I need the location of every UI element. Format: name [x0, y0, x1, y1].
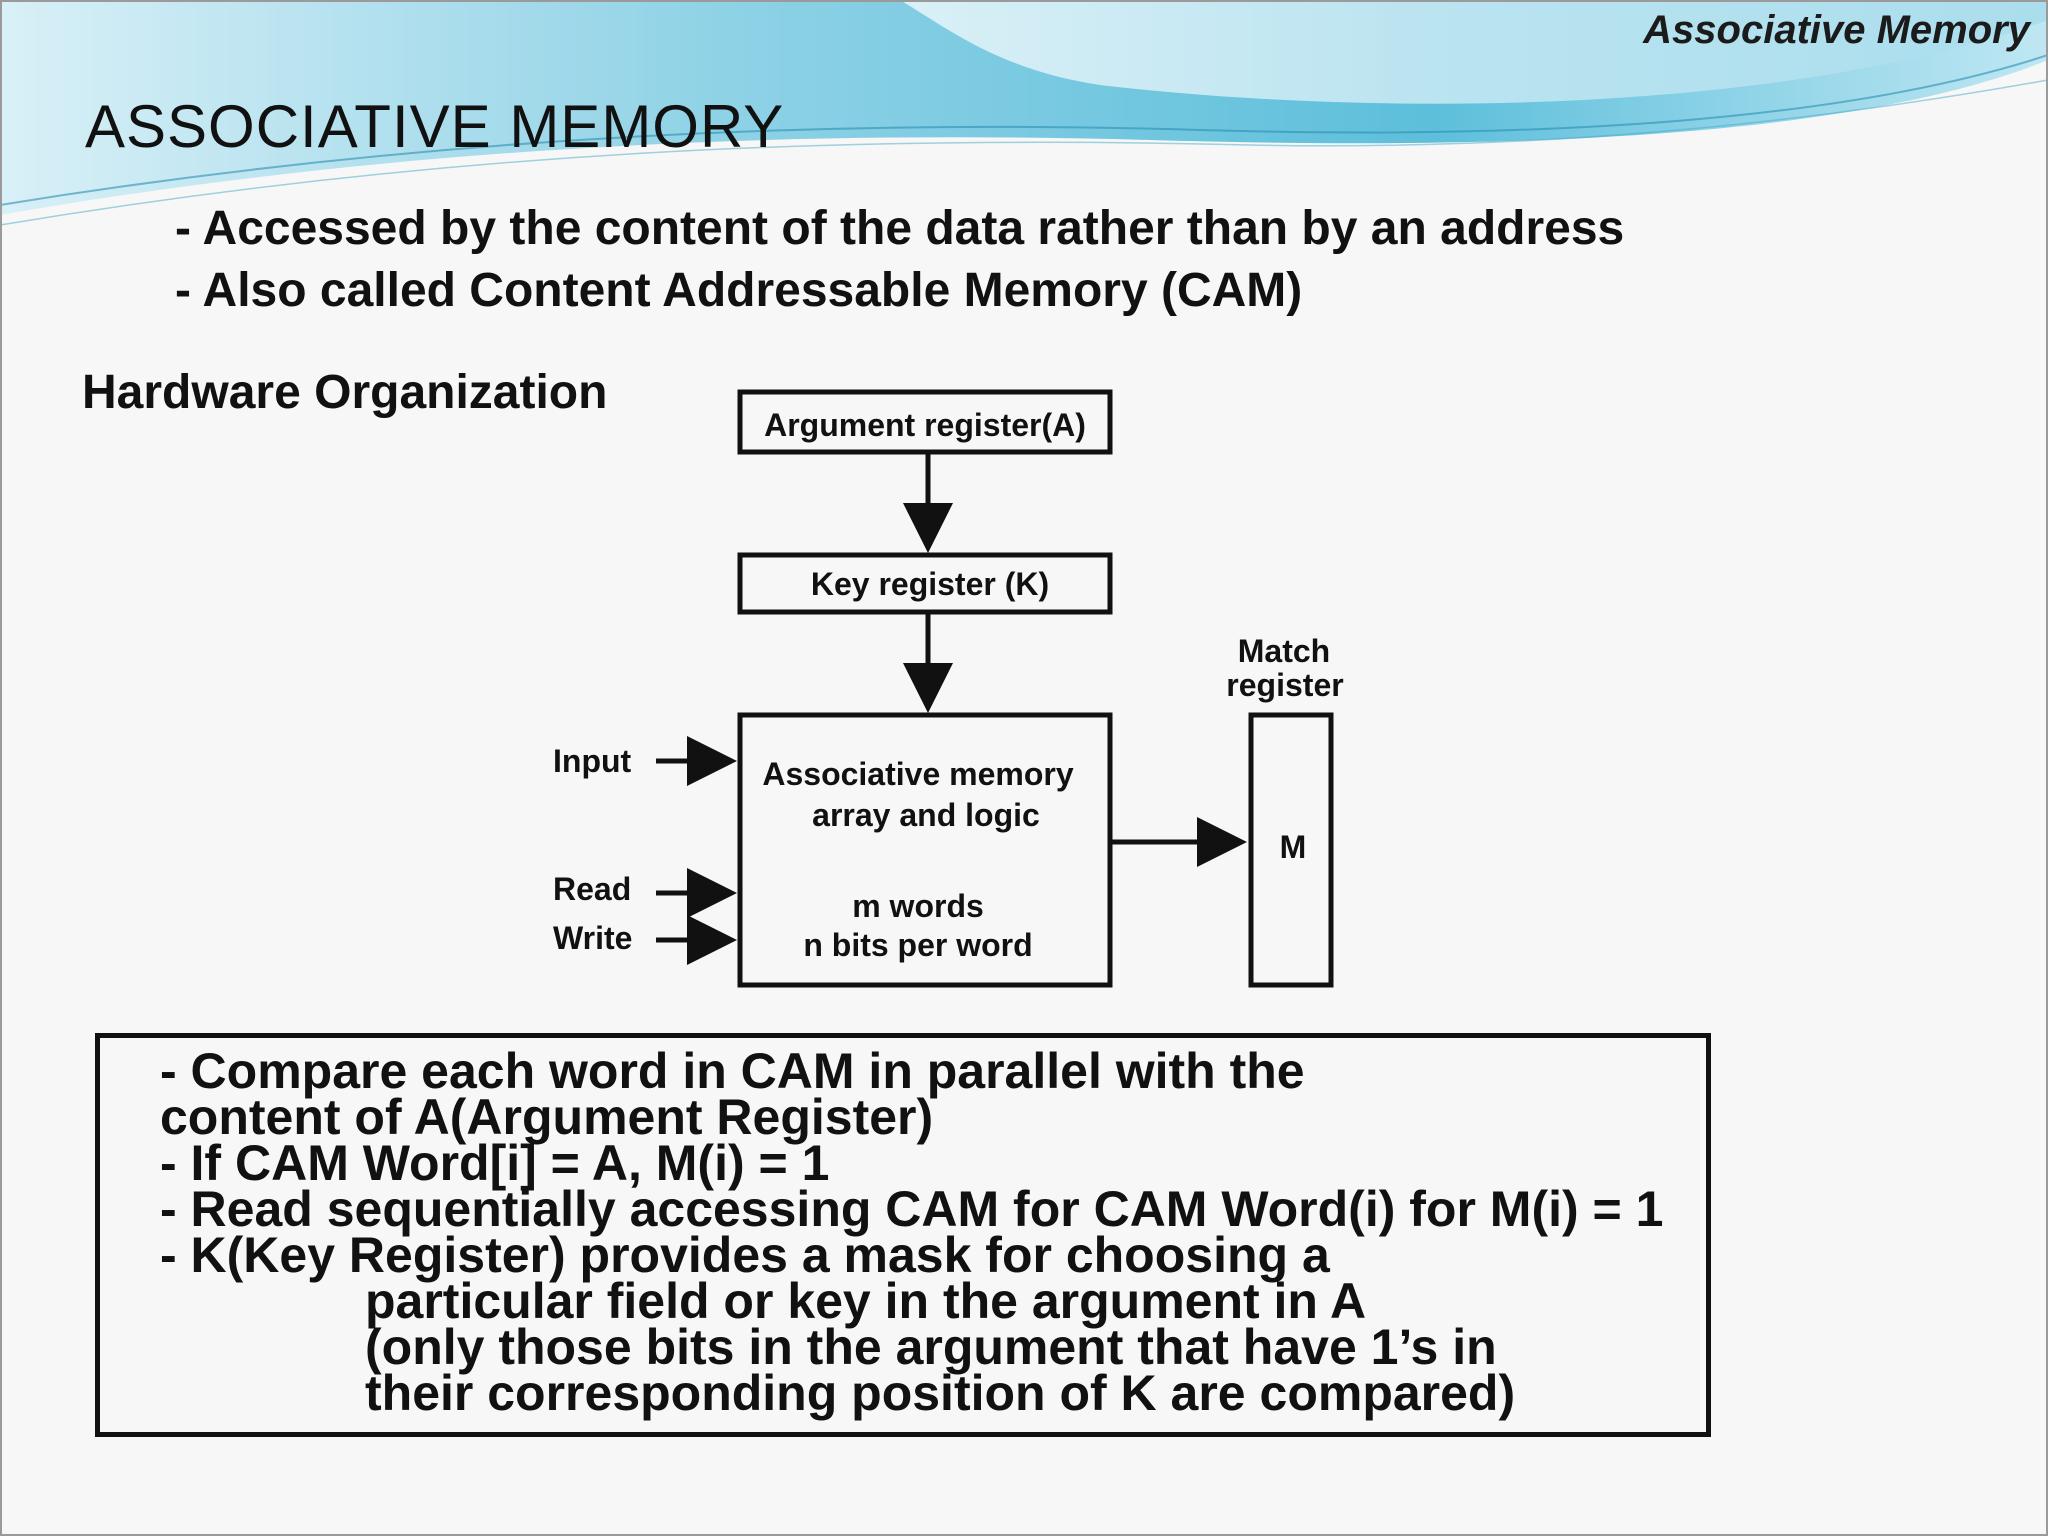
notes-list: - Compare each word in CAM in parallel w… [160, 1043, 1664, 1421]
note-line: - K(Key Register) provides a mask for ch… [160, 1227, 1330, 1283]
hardware-heading: Hardware Organization [82, 366, 608, 419]
input-label: Input [553, 743, 632, 779]
bullet-item: - Accessed by the content of the data ra… [175, 202, 1625, 255]
memory-array-line4: n bits per word [803, 927, 1032, 963]
note-line: (only those bits in the argument that ha… [365, 1319, 1497, 1375]
memory-array-line1: Associative memory [762, 756, 1073, 792]
argument-register-label: Argument register(A) [764, 407, 1086, 443]
memory-array-line2: array and logic [812, 797, 1040, 833]
key-register-label: Key register (K) [811, 566, 1049, 602]
notes-box: - Compare each word in CAM in parallel w… [95, 1033, 1711, 1437]
note-line: - Read sequentially accessing CAM for CA… [160, 1181, 1664, 1237]
memory-array-box: Associative memory array and logic m wor… [737, 712, 1113, 988]
match-register-label-line2: register [1226, 667, 1343, 703]
key-register-box: Key register (K) [737, 552, 1113, 615]
memory-array-line3: m words [852, 888, 984, 924]
argument-register-box: Argument register(A) [737, 389, 1113, 455]
slide-title: ASSOCIATIVE MEMORY [85, 93, 785, 160]
note-line: - Compare each word in CAM in parallel w… [160, 1043, 1305, 1099]
section-tag: Associative Memory [1643, 8, 2030, 52]
note-line: content of A(Argument Register) [160, 1089, 934, 1145]
note-line: - If CAM Word[i] = A, M(i) = 1 [160, 1135, 830, 1191]
match-register-m: M [1280, 829, 1307, 865]
note-line: particular field or key in the argument … [365, 1273, 1367, 1329]
read-label: Read [553, 871, 631, 907]
match-register-label-line1: Match [1238, 633, 1330, 669]
bullet-item: - Also called Content Addressable Memory… [175, 264, 1303, 317]
note-line: their corresponding position of K are co… [365, 1365, 1516, 1421]
intro-bullets: - Accessed by the content of the data ra… [175, 198, 1624, 322]
write-label: Write [553, 920, 632, 956]
match-register-box: M [1248, 712, 1334, 988]
